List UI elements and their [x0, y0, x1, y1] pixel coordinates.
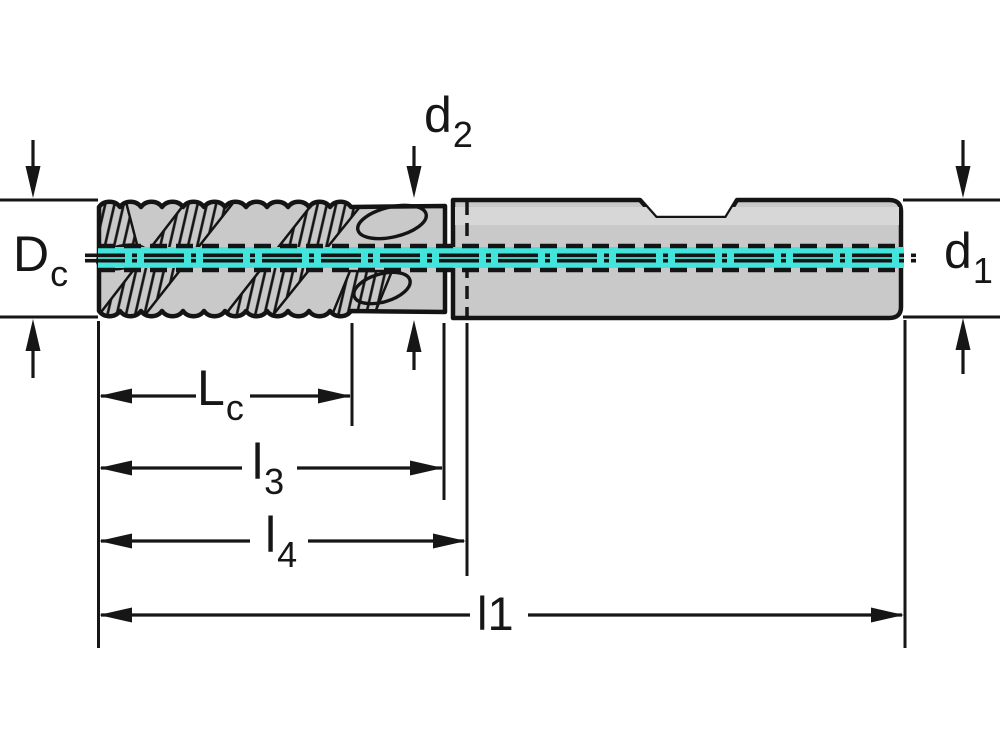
- label-overall-length-l1: l1: [477, 590, 515, 637]
- label-subscript: 3: [264, 461, 285, 502]
- label-subscript: 4: [277, 534, 298, 575]
- label-main: l: [252, 434, 264, 490]
- d1-dimension-arrows: [955, 140, 971, 374]
- label-subscript: c: [225, 387, 244, 428]
- dc-dimension-arrows: [25, 140, 41, 378]
- lc-dimension-line: [99, 388, 351, 404]
- label-subscript: c: [50, 253, 69, 294]
- label-length-l3: l3: [252, 434, 284, 500]
- label-main: d: [424, 87, 452, 143]
- label-cutting-diameter-Dc: Dc: [13, 226, 68, 292]
- d2-dimension-arrows: [406, 146, 422, 370]
- coolant-centerline: [85, 243, 916, 273]
- flute-runout-loop-top: [356, 203, 428, 241]
- label-main: d: [944, 223, 972, 279]
- flute-runout-loop-bottom: [352, 270, 412, 306]
- l1-dimension-line: [99, 607, 904, 623]
- label-main: l1: [477, 587, 514, 640]
- l4-dimension-line: [99, 533, 466, 549]
- l3-dimension-line: [99, 460, 443, 476]
- label-main: D: [13, 226, 50, 282]
- label-main: l: [265, 507, 277, 563]
- label-subscript: 1: [972, 250, 993, 291]
- coolant-highlight-band: [98, 247, 904, 268]
- label-subscript: 2: [452, 114, 473, 155]
- label-cutting-length-Lc: Lc: [197, 360, 244, 426]
- label-main: L: [197, 360, 225, 416]
- label-neck-diameter-d2: d2: [424, 87, 473, 153]
- label-length-l4: l4: [265, 507, 297, 573]
- label-shank-diameter-d1: d1: [944, 223, 993, 289]
